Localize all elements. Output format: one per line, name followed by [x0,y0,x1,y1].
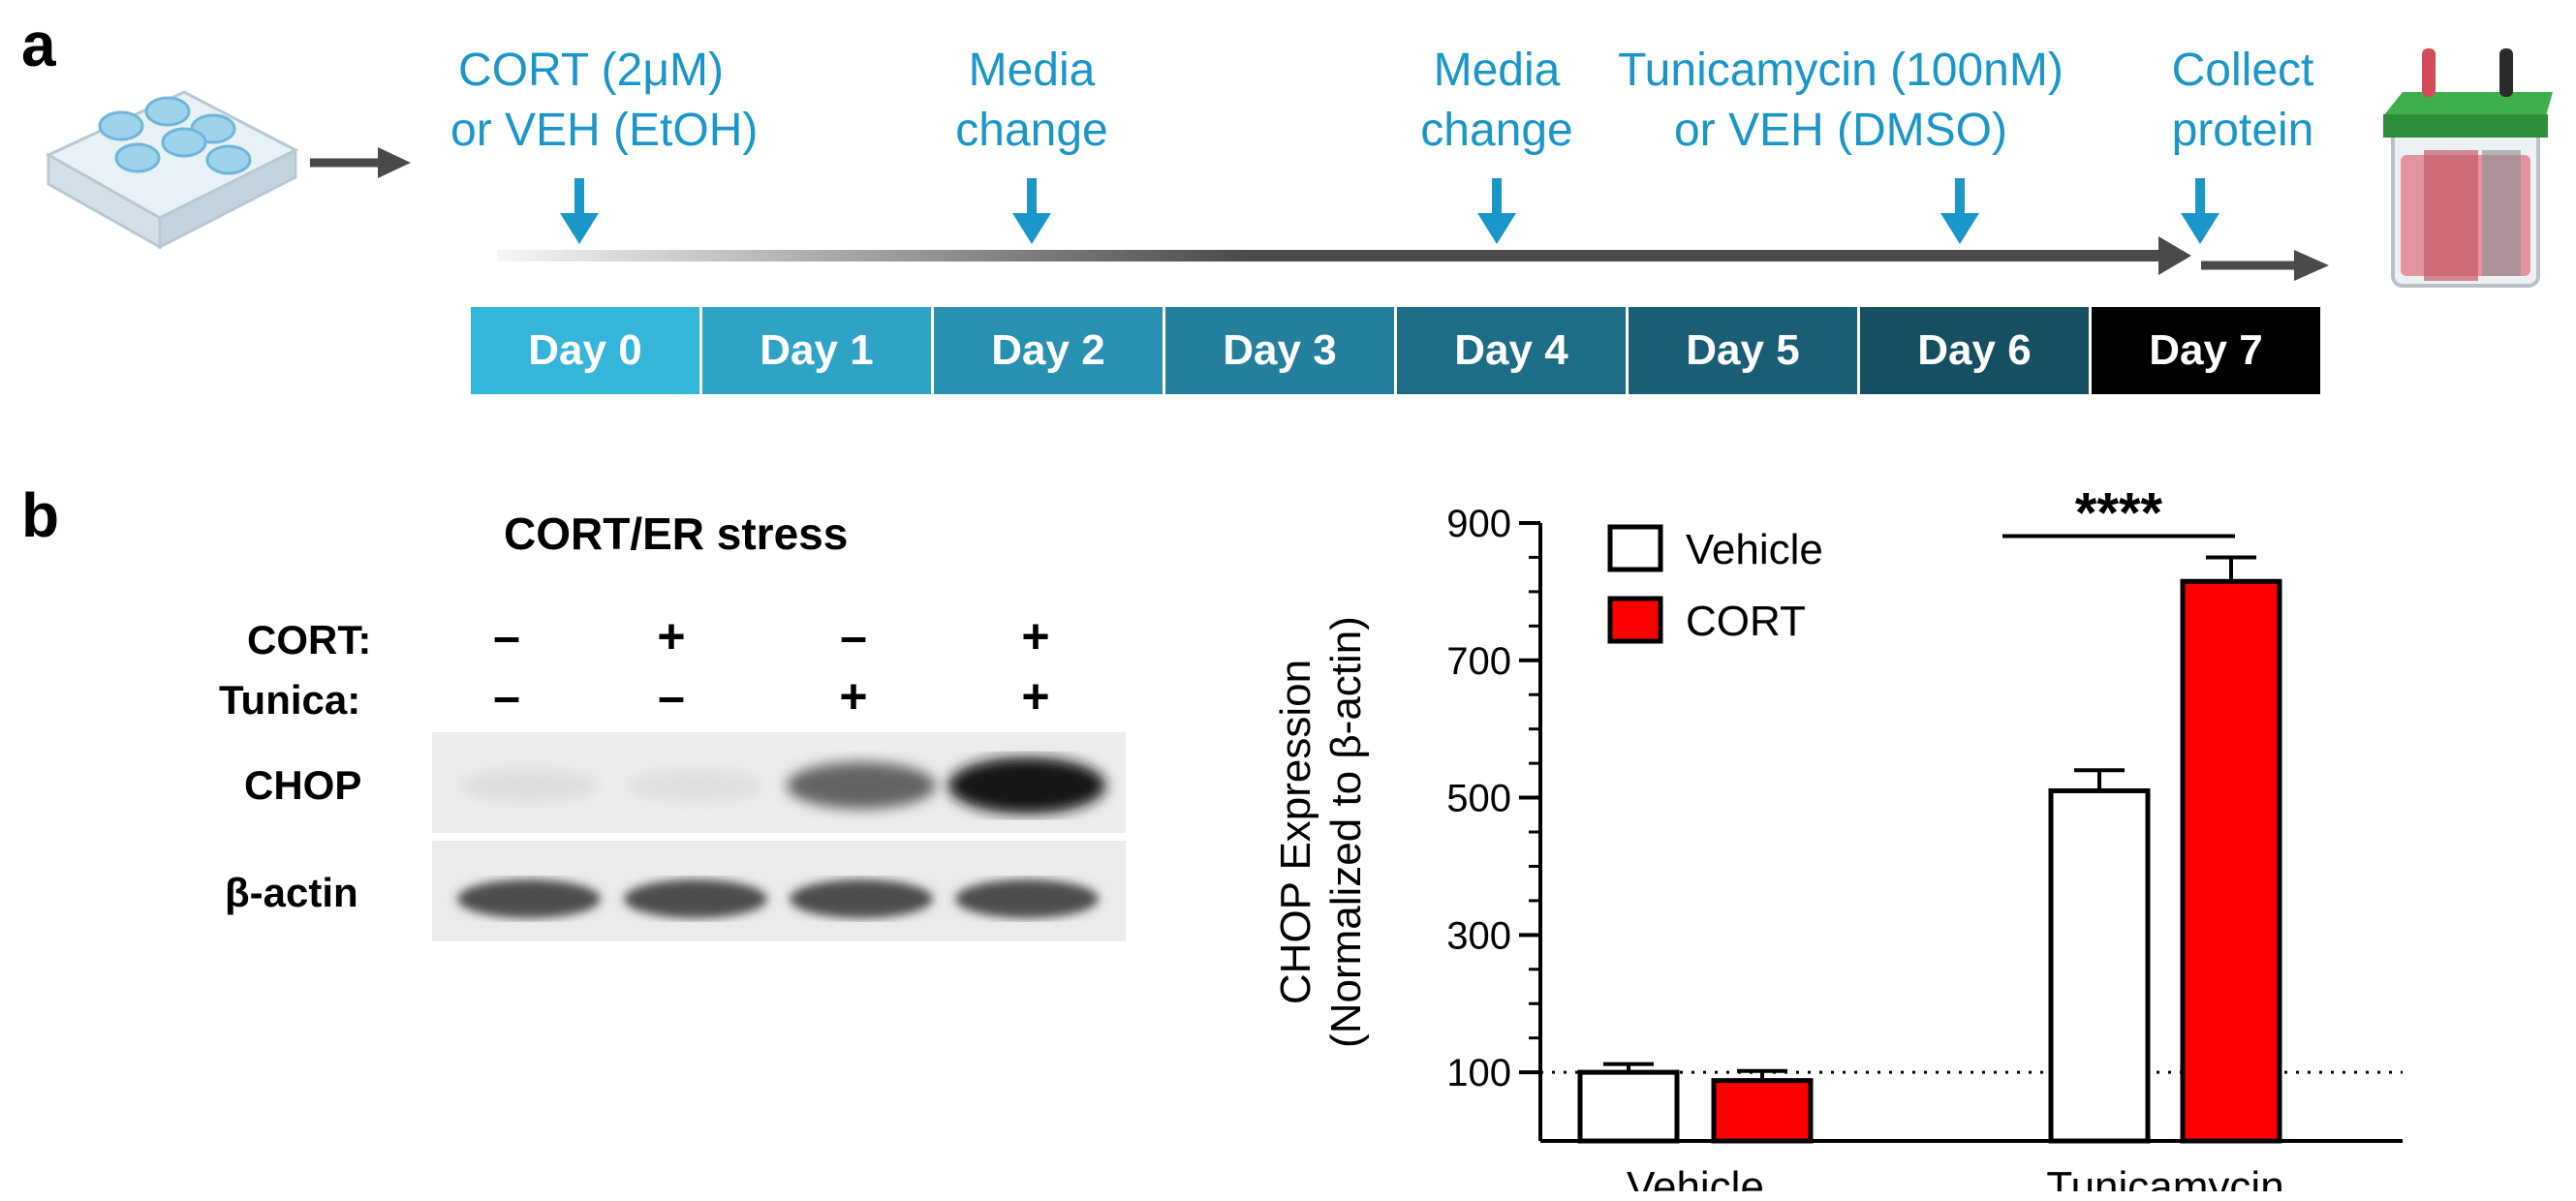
cort-row-label: CORT: [247,617,372,662]
bar-vehicle-tunicamycin [2048,787,2151,1144]
day-box-7: Day 7 [2092,307,2320,394]
y-tick-label: 100 [1446,1052,1511,1094]
x-tick-label: Tunicamycin [2046,1163,2283,1191]
actin-band [624,879,767,918]
y-axis-title: CHOP Expression [1272,660,1319,1004]
day-box-6: Day 6 [1860,307,2089,394]
panel-b-letter: b [21,480,60,550]
cort-sign-lane-2: + [657,609,686,663]
day-timeline: Day 0 Day 1 Day 2 Day 3 Day 4 Day 5 Day … [471,307,2320,394]
arrow-right-icon [2201,250,2329,281]
panel-a-letter: a [21,10,56,79]
timeline-arrow [497,250,2173,262]
western-blot [432,732,1126,941]
step-label-tunicamycin: Tunicamycin (100nM)or VEH (DMSO) [1618,45,2064,156]
actin-band [790,879,933,918]
timeline-arrow-head [2158,236,2191,275]
day-box-5: Day 5 [1629,307,1857,394]
cort-sign-lane-1: – [493,609,520,663]
down-arrow-icon [1940,178,1979,244]
cort-sign-lane-4: + [1021,609,1050,663]
x-tick-label: Vehicle [1627,1163,1764,1191]
blot-title: CORT/ER stress [504,508,849,559]
legend-swatch-vehicle [1607,524,1663,572]
y-tick-label: 900 [1446,503,1511,545]
significance-label: **** [2075,484,2163,544]
day-box-0: Day 0 [471,307,699,394]
y-tick-label: 300 [1446,914,1511,957]
step-label-cort: CORT (2μM)or VEH (EtOH) [450,45,759,156]
bar-cort-vehicle [1711,1078,1814,1144]
electrophoresis-tank-illustration [2383,48,2553,288]
bar-vehicle-vehicle [1577,1069,1680,1144]
down-arrow-icon [560,178,599,244]
day-box-1: Day 1 [702,307,931,394]
beta-actin-band-label: β-actin [225,870,358,915]
actin-band [457,879,601,918]
step-arrows [560,178,2219,244]
chop-band-label: CHOP [244,762,362,808]
down-arrow-icon [1477,178,1516,244]
chop-band [786,761,937,810]
tunica-sign-lane-4: + [1021,669,1050,724]
actin-band [955,879,1099,918]
arrow-right-icon [310,147,411,178]
chop-band [627,769,764,802]
well-plate-illustration [45,90,299,250]
legend-label-vehicle: Vehicle [1686,526,1823,573]
y-tick-label: 700 [1446,640,1511,683]
down-arrow-icon [2181,178,2219,244]
y-axis-subtitle: (Normalized to β-actin) [1322,616,1370,1048]
bar-cort-tunicamycin [2180,578,2282,1144]
day-box-2: Day 2 [934,307,1163,394]
tunica-sign-lane-2: – [658,669,685,724]
chop-band [460,769,598,802]
down-arrow-icon [1012,178,1051,244]
chop-band [947,756,1106,815]
legend-swatch-cort [1607,596,1663,644]
legend-label-cort: CORT [1686,598,1806,645]
day-box-3: Day 3 [1165,307,1394,394]
y-tick-label: 500 [1446,778,1511,820]
tunica-sign-lane-3: + [839,669,868,724]
cort-sign-lane-3: – [840,609,867,663]
tunica-sign-lane-1: – [493,669,520,724]
day-box-4: Day 4 [1397,307,1626,394]
tunica-row-label: Tunica: [219,677,361,723]
